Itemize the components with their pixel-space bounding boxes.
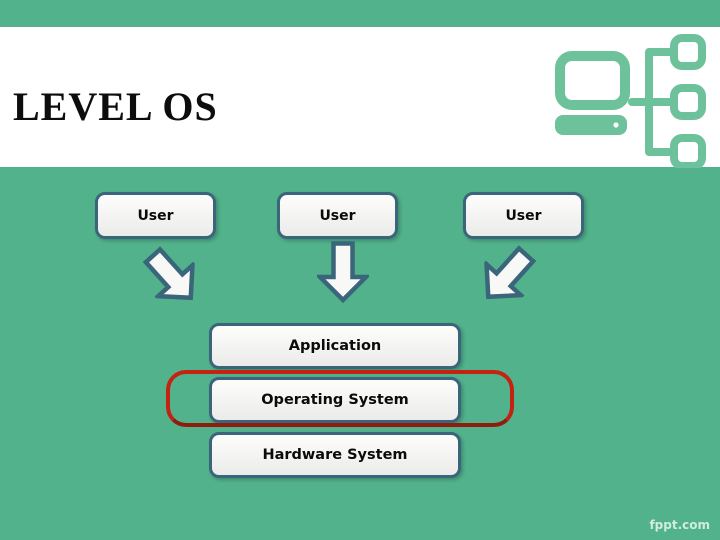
computer-network-icon — [555, 34, 706, 168]
operating-system-box-label: Operating System — [261, 392, 409, 408]
arrow-down-icon — [317, 241, 369, 303]
highlight-outline — [166, 370, 514, 427]
header-band — [0, 27, 720, 167]
application-box-label: Application — [288, 338, 382, 354]
user-box-2-label: User — [319, 207, 356, 224]
user-box-3-label: User — [505, 207, 542, 224]
user-box-1-label: User — [137, 207, 174, 224]
user-box-1: User — [95, 192, 216, 239]
page-title: LEVEL OS — [13, 84, 218, 129]
watermark: fppt.com — [649, 518, 710, 532]
arrow-down-left-icon — [484, 245, 537, 300]
hardware-system-box-label: Hardware System — [262, 447, 408, 463]
arrow-down-right-icon — [142, 246, 195, 301]
application-box: Application — [209, 323, 461, 369]
operating-system-box: Operating System — [209, 377, 461, 423]
hardware-system-box: Hardware System — [209, 432, 461, 478]
user-box-3: User — [463, 192, 584, 239]
user-box-2: User — [277, 192, 398, 239]
